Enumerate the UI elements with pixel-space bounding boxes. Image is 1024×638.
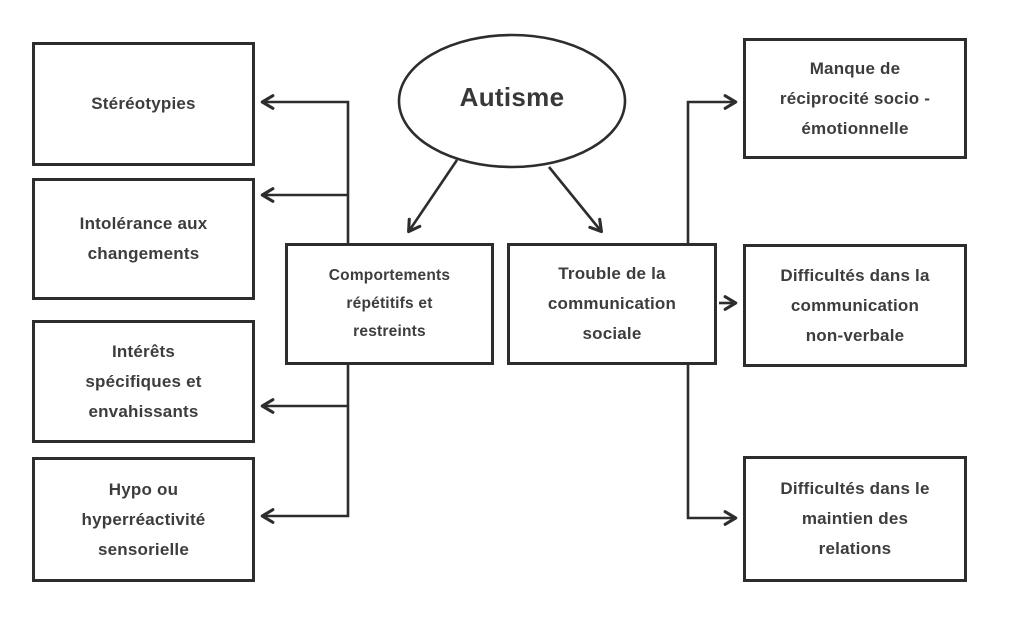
arrow-comportements-to-stereotypies bbox=[260, 94, 350, 244]
node-trouble-communication: Trouble de la communication sociale bbox=[507, 243, 717, 365]
arrow-autisme-to-trouble bbox=[547, 166, 603, 234]
node-autisme-label: Autisme bbox=[459, 82, 565, 112]
node-difficultes-relations: Difficultés dans le maintien des relatio… bbox=[743, 456, 967, 582]
node-hypo-hyperreactivite: Hypo ou hyperréactivité sensorielle bbox=[32, 457, 255, 582]
arrow-autisme-to-comportements bbox=[407, 159, 459, 234]
node-comportements-repetitifs: Comportements répétitifs et restreints bbox=[285, 243, 494, 365]
arrow-comportements-to-hypo bbox=[260, 364, 350, 524]
node-stereotypies: Stéréotypies bbox=[32, 42, 255, 166]
arrow-trouble-to-relations bbox=[686, 364, 738, 526]
arrow-trouble-to-manque bbox=[686, 94, 738, 244]
autisme-ellipse bbox=[397, 33, 627, 169]
node-difficultes-communication: Difficultés dans la communication non-ve… bbox=[743, 244, 967, 367]
node-manque-reciprocite: Manque de réciprocité socio - émotionnel… bbox=[743, 38, 967, 159]
node-intolerance-changements: Intolérance aux changements bbox=[32, 178, 255, 300]
node-interets-specifiques: Intérêts spécifiques et envahissants bbox=[32, 320, 255, 443]
